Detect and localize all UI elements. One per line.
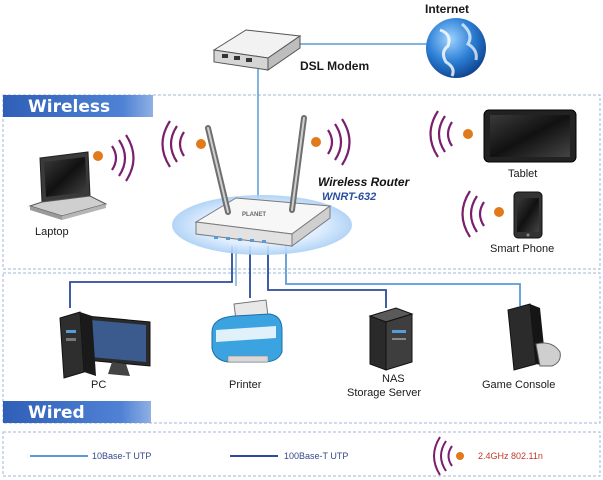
legend-label-10base: 10Base-T UTP (92, 451, 151, 461)
wireless-section-title: Wireless (28, 97, 110, 117)
wireless-section: Wireless (2, 94, 601, 270)
pc-icon (59, 311, 151, 379)
router-brand-label: PLANET (242, 212, 266, 218)
dsl-modem-label: DSL Modem (300, 59, 369, 73)
smartphone-icon (513, 191, 543, 239)
pc-label: PC (91, 379, 106, 391)
legend-label-100base: 100Base-T UTP (284, 451, 348, 461)
router-model: WNRT-632 (322, 191, 376, 203)
dsl-modem-icon (212, 29, 302, 71)
router-title: Wireless Router (318, 175, 411, 189)
cables (69, 43, 521, 308)
legend-wifi-dot (456, 452, 464, 460)
legend-label-wifi: 2.4GHz 802.11n (478, 451, 543, 461)
wired-section-frame (2, 272, 601, 424)
cable-router-pc (69, 246, 233, 308)
router-icon (172, 115, 352, 255)
internet-label: Internet (425, 2, 469, 16)
laptop-label: Laptop (35, 226, 69, 238)
tablet-icon (483, 109, 577, 163)
cable-router-console (285, 246, 521, 306)
game-console-icon (507, 303, 561, 371)
tablet-label: Tablet (508, 168, 537, 180)
game-console-label: Game Console (482, 379, 555, 391)
legend-wifi-icon (433, 436, 453, 476)
nas-sublabel: Storage Server (347, 387, 421, 399)
wifi-signal-icon (429, 110, 473, 158)
legend-frame (2, 431, 601, 477)
wifi-signal-icon (461, 190, 504, 238)
nas-label: NAS (382, 373, 405, 385)
wifi-signal-icon (161, 120, 206, 168)
wireless-section-frame (2, 94, 601, 270)
printer-icon (211, 299, 283, 363)
wired-section-bar (3, 401, 151, 423)
wifi-signal-icon (311, 118, 351, 166)
cable-router-nas (267, 246, 387, 308)
legend: 10Base-T UTP 100Base-T UTP 2.4GHz 802.11… (2, 431, 601, 477)
wireless-section-bar (3, 95, 153, 117)
nas-storage-icon (368, 307, 414, 371)
laptop-icon (28, 151, 108, 220)
internet-globe-icon (426, 18, 486, 78)
wifi-signal-icon (93, 134, 135, 182)
printer-label: Printer (229, 379, 262, 391)
wired-section: Wired (2, 272, 601, 424)
wired-section-title: Wired (28, 403, 85, 423)
smartphone-label: Smart Phone (490, 243, 554, 255)
